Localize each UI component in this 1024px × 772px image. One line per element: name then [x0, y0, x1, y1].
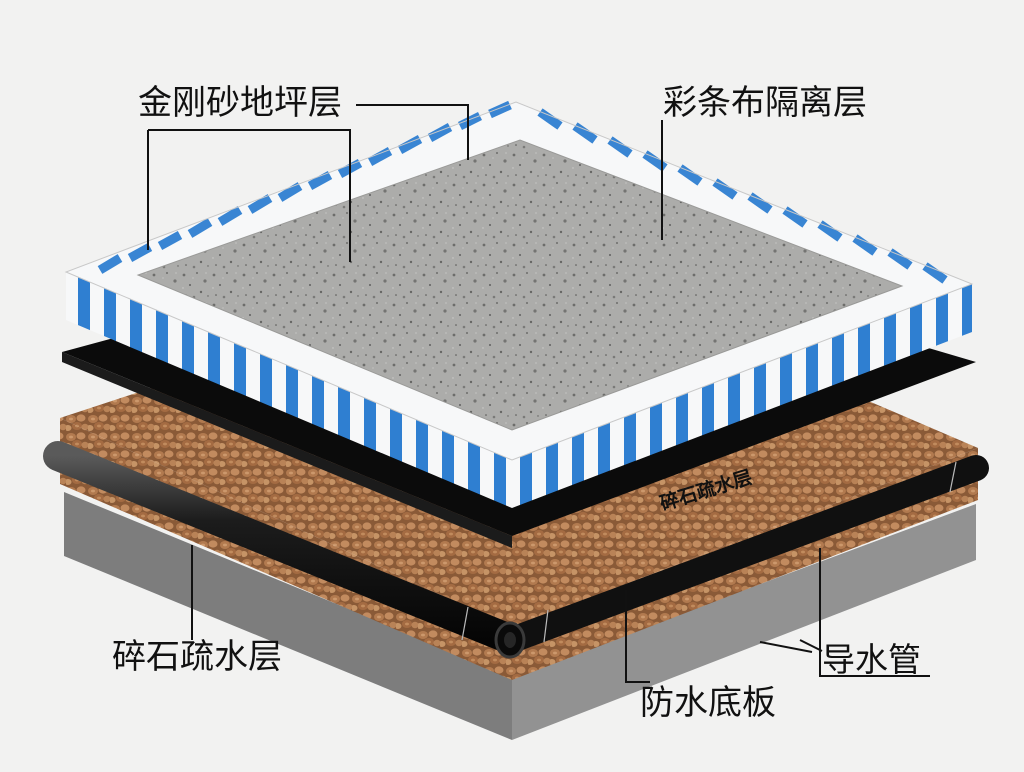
leader-lines — [147, 104, 930, 683]
label-emery-floor-layer: 金刚砂地坪层 — [138, 83, 342, 123]
emery-floor-layer — [136, 139, 904, 431]
label-gravel-drainage-layer: 碎石疏水层 — [112, 637, 282, 677]
label-waterproof-base: 防水底板 — [640, 683, 776, 723]
drainage-pipe — [43, 441, 989, 659]
label-striped-isolation-layer: 彩条布隔离层 — [663, 83, 867, 123]
label-drainage-pipe: 导水管 — [822, 640, 921, 679]
